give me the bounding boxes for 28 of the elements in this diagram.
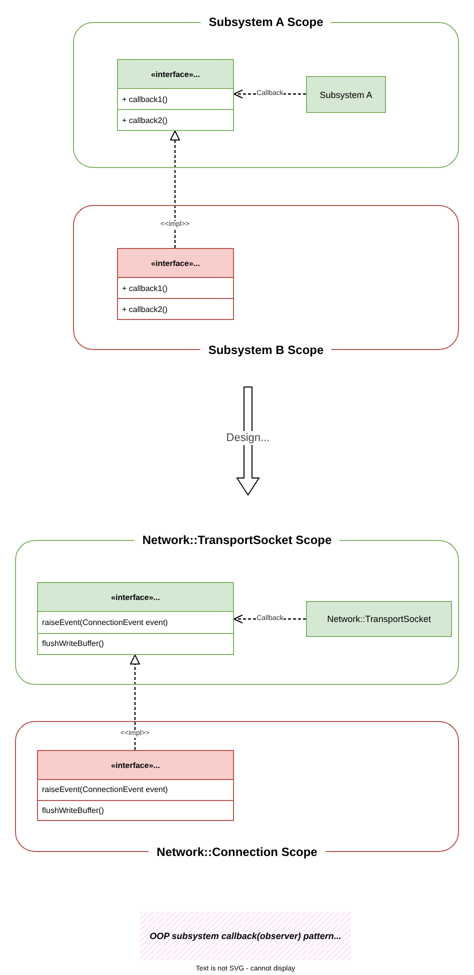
interface-class-box [117,59,234,131]
component-box [306,76,386,113]
scope-title: Network::Connection Scope [148,845,326,859]
realization-arrow [130,654,140,750]
component-box [306,601,452,637]
interface-class-box [37,582,234,655]
class-method: flushWriteBuffer() [38,800,233,820]
class-header: «interface»... [118,60,233,89]
class-header: «interface»... [38,751,233,780]
realization-arrow [170,130,180,248]
component-name: Network::TransportSocket [327,614,431,624]
scope-title: Network::TransportSocket Scope [134,533,340,547]
class-header: «interface»... [118,249,233,278]
class-method: + callback1() [121,282,169,295]
class-method: flushWriteBuffer() [38,632,233,654]
scope-title: Subsystem A Scope [200,15,332,29]
scope-title: Subsystem B Scope [200,343,332,357]
component-name: Subsystem A [320,90,372,100]
class-method: raiseEvent(ConnectionEvent event) [41,616,169,629]
class-method: raiseEvent(ConnectionEvent event) [41,784,169,796]
interface-class-box [117,248,234,320]
class-method: + callback2() [118,298,233,319]
class-method: + callback1() [121,94,169,106]
note-text: OOP subsystem callback(observer) pattern... [150,931,342,941]
class-header: «interface»... [38,583,233,612]
arrow-label: Design... [226,431,270,445]
class-method: + callback2() [118,109,233,130]
interface-class-box [37,750,234,821]
